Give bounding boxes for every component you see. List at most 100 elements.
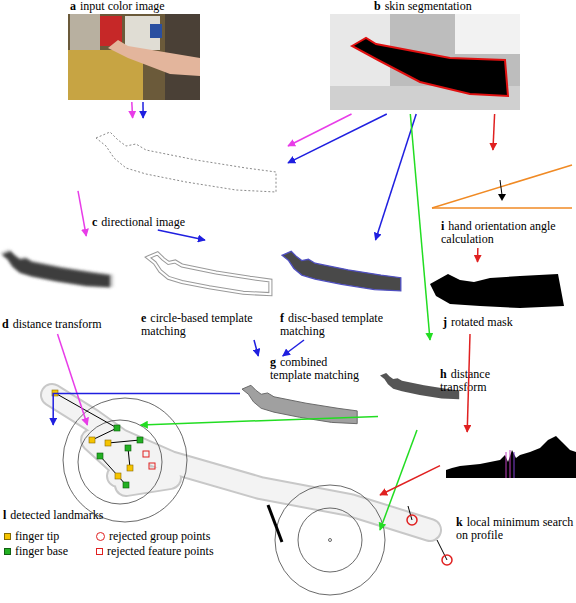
rejected-group [407, 515, 417, 525]
panel-letter: a [70, 0, 76, 13]
tip-mark [52, 390, 58, 396]
panel-node: klocal minimum search on profile [440, 432, 576, 544]
panel-node: ldetected landmarks [0, 425, 380, 600]
panel-caption: fdisc-based template matching [280, 312, 406, 338]
panel-caption: ainput color image [70, 0, 204, 13]
panel-letter: k [456, 515, 463, 529]
flow-arrow [283, 340, 304, 356]
panel-caption: ecircle-based template matching [141, 312, 273, 338]
flow-arrow [288, 114, 387, 163]
flow-arrow [158, 230, 205, 240]
legend-text: rejected group points [109, 530, 210, 543]
circle-template [148, 253, 270, 294]
palm-circle [63, 398, 187, 522]
photo-arm [108, 40, 200, 76]
panel-title: circle-based template matching [141, 311, 253, 338]
legend-swatch [96, 548, 103, 555]
legend-text: finger base [15, 545, 68, 558]
color-photo [68, 14, 200, 100]
minimum-marker [506, 452, 507, 478]
minimum-marker [514, 452, 515, 478]
tip-mark [127, 465, 133, 471]
flow-arrow [380, 430, 417, 530]
flow-arrow [380, 466, 440, 495]
minimum-marker [510, 450, 511, 478]
legend-item: finger base [4, 545, 96, 558]
panel-node: ihand orientation angle calculation [425, 150, 576, 248]
panel-node: jrotated mask [425, 262, 575, 334]
legend-item: finger tip [4, 530, 96, 543]
mask-bg [330, 14, 520, 110]
wrist-circle [275, 485, 385, 595]
flow-arrow [142, 102, 144, 118]
distance-map [2, 251, 110, 287]
profile-plot [446, 436, 576, 478]
panel-letter: e [141, 311, 146, 325]
tip-mark [89, 437, 95, 443]
panel-title: hand orientation angle calculation [441, 219, 556, 246]
panel-letter: l [3, 508, 6, 522]
panel-caption: hdistance transform [440, 368, 506, 394]
panel-title: disc-based template matching [280, 311, 383, 338]
skin-region [352, 38, 508, 96]
flow-arrow [58, 334, 88, 425]
base-mark [114, 425, 120, 431]
base-mark [137, 437, 143, 443]
orientation-sketch [432, 165, 572, 208]
flow-arrow [288, 114, 352, 146]
rejected-group [442, 555, 452, 565]
palm-circle [78, 420, 162, 504]
finger-tips [52, 390, 133, 479]
panel-node: gcombined template matching [240, 356, 362, 424]
panel-title: distance transform [440, 367, 490, 394]
mask-bg [455, 14, 520, 54]
panel-caption: jrotated mask [443, 316, 573, 329]
hand-outline [52, 395, 430, 530]
flow-arrow [493, 114, 495, 150]
flow-arrow [131, 102, 133, 118]
panel-node: ddistance transform [0, 236, 115, 334]
flow-arrow [78, 191, 86, 236]
rotated-mask [430, 274, 564, 308]
flow-arrow [254, 340, 258, 356]
finger-bases [97, 425, 143, 488]
panel-title: combined template matching [270, 355, 359, 382]
flow-arrow [53, 393, 240, 425]
panel-letter: h [440, 367, 447, 381]
rejected-feature [143, 451, 149, 457]
wrist-circle [298, 508, 362, 572]
base-mark [97, 453, 103, 459]
flow-arrow [410, 114, 430, 340]
panel-caption: ldetected landmarks [3, 509, 203, 522]
panel-title: local minimum search on profile [456, 515, 573, 542]
hand-fill [52, 395, 430, 530]
distance-halo [0, 249, 113, 287]
combined-template [242, 385, 357, 423]
legend-item: rejected group points [96, 530, 256, 543]
photo-bg [68, 14, 200, 100]
panel-caption: ihand orientation angle calculation [441, 220, 576, 246]
panel-title: rotated mask [451, 315, 513, 329]
panel-letter: f [280, 311, 284, 325]
panel-letter: c [92, 215, 97, 229]
panel-caption: gcombined template matching [270, 356, 362, 382]
panel-caption: klocal minimum search on profile [456, 516, 574, 542]
panel-letter: g [270, 355, 276, 369]
legend-text: rejected feature points [107, 545, 214, 558]
panel-title: skin segmentation [385, 0, 472, 13]
tip-mark [105, 440, 111, 446]
panel-node: fdisc-based template matching [278, 240, 408, 340]
flow-arrow [141, 417, 378, 426]
legend-item: rejected feature points [96, 545, 256, 558]
panel-title: distance transform [13, 317, 102, 331]
orientation-line [432, 165, 572, 208]
panel-node: bskin segmentation [328, 0, 524, 114]
angle-arrow [500, 180, 502, 195]
legend-swatch [4, 548, 11, 555]
landmark-illustration [52, 390, 452, 595]
panel-letter: i [441, 219, 444, 233]
disc-template [282, 251, 401, 291]
photo-wall [70, 14, 100, 54]
base-mark [123, 482, 129, 488]
